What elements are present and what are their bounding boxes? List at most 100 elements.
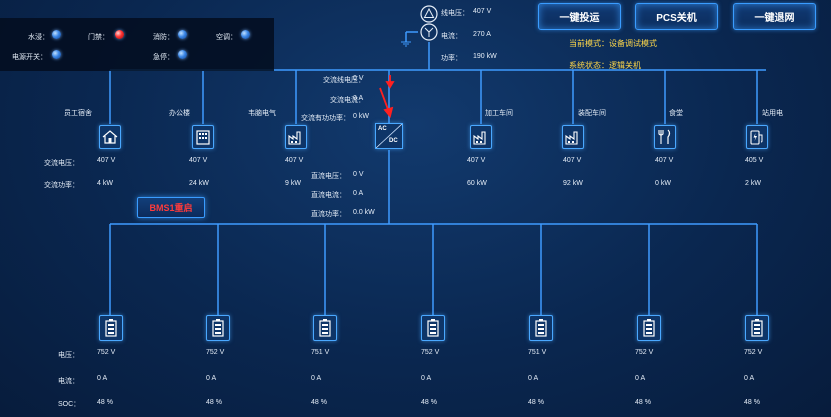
load-name: 韦脑电气 (248, 110, 276, 117)
dc-current-label: 直流电流： (311, 192, 346, 199)
battery-icon (751, 319, 763, 337)
load-power-value: 2 kW (745, 180, 761, 187)
battery-current-row-label: 电流： (58, 378, 79, 385)
transformer-current-label: 电流： (441, 33, 462, 40)
current-mode-text: 当前模式：设备调试模式 (569, 39, 657, 48)
house-icon (102, 130, 118, 144)
factory-icon (288, 130, 301, 145)
factory-icon (473, 130, 486, 145)
load-name: 办公楼 (169, 110, 190, 117)
battery-icon (535, 319, 547, 337)
load-power-value: 4 kW (97, 180, 113, 187)
battery-soc-row-label: SOC： (58, 401, 81, 408)
load-voltage-value: 407 V (563, 157, 582, 164)
office-building-icon (196, 130, 210, 145)
battery-soc-value: 48 % (744, 399, 760, 406)
battery-soc-value: 48 % (206, 399, 222, 406)
transformer-icon (420, 5, 438, 41)
pcs-off-button[interactable]: PCS关机 (635, 3, 718, 30)
battery-soc-value: 48 % (528, 399, 544, 406)
pcs-dc-label: DC (389, 138, 398, 144)
status-label-door: 门禁： (88, 34, 109, 41)
transformer-power-value: 190 kW (473, 53, 497, 60)
pcs-ac-label: AC (378, 126, 387, 132)
power-switch-indicator-icon (52, 50, 61, 59)
battery-icon (105, 319, 117, 337)
status-label-water: 水浸： (28, 34, 49, 41)
battery-card[interactable] (99, 315, 123, 341)
door-indicator-icon (115, 30, 124, 39)
canteen-icon (658, 129, 671, 144)
factory-icon (565, 130, 578, 145)
dc-voltage-value: 0 V (353, 171, 364, 178)
battery-current-value: 0 A (311, 375, 322, 382)
battery-current-value: 0 A (635, 375, 646, 382)
pcs-converter-icon[interactable]: AC DC (375, 123, 403, 149)
battery-soc-value: 48 % (97, 399, 113, 406)
transformer-power-label: 功率： (441, 55, 462, 62)
battery-voltage-row-label: 电压： (58, 352, 79, 359)
load-voltage-value: 407 V (97, 157, 116, 164)
load-name: 加工车间 (485, 110, 513, 117)
charging-station-icon (750, 130, 763, 145)
status-label-ac: 空调： (216, 34, 237, 41)
battery-voltage-value: 752 V (206, 349, 225, 356)
transformer-current-value: 270 A (473, 31, 491, 38)
load-power-value: 60 kW (467, 180, 487, 187)
status-label-estop: 急停： (153, 54, 174, 61)
battery-card[interactable] (313, 315, 337, 341)
load-card[interactable] (746, 125, 768, 149)
battery-card[interactable] (206, 315, 230, 341)
status-label-power-switch: 电源开关： (12, 54, 47, 61)
ac-indicator-icon (241, 30, 250, 39)
battery-icon (643, 319, 655, 337)
load-voltage-value: 407 V (655, 157, 674, 164)
dc-power-label: 直流功率： (311, 211, 346, 218)
bms-restart-button[interactable]: BMS1重启 (137, 197, 205, 218)
load-card[interactable] (192, 125, 214, 149)
battery-icon (212, 319, 224, 337)
load-voltage-value: 407 V (467, 157, 486, 164)
battery-card[interactable] (637, 315, 661, 341)
battery-soc-value: 48 % (311, 399, 327, 406)
battery-icon (319, 319, 331, 337)
battery-current-value: 0 A (528, 375, 539, 382)
load-card[interactable] (654, 125, 676, 149)
load-card[interactable] (285, 125, 307, 149)
ac-current-label: 交流电流： (330, 97, 365, 104)
one-key-off-button[interactable]: 一键退网 (733, 3, 816, 30)
ac-voltage-value: 0 V (353, 75, 364, 82)
battery-card[interactable] (421, 315, 445, 341)
load-power-value: 0 kW (655, 180, 671, 187)
battery-card[interactable] (529, 315, 553, 341)
battery-card[interactable] (745, 315, 769, 341)
ac-voltage-label: 交流线电压： (323, 77, 365, 84)
dc-voltage-label: 直流电压： (311, 173, 346, 180)
load-name: 员工宿舍 (64, 110, 92, 117)
load-power-row-label: 交流功率： (44, 182, 79, 189)
load-name: 站用电 (762, 110, 783, 117)
battery-voltage-value: 751 V (311, 349, 330, 356)
load-voltage-value: 405 V (745, 157, 764, 164)
battery-current-value: 0 A (97, 375, 108, 382)
load-voltage-value: 407 V (285, 157, 304, 164)
water-indicator-icon (52, 30, 61, 39)
load-voltage-row-label: 交流电压： (44, 160, 79, 167)
battery-soc-value: 48 % (635, 399, 651, 406)
load-voltage-value: 407 V (189, 157, 208, 164)
ac-current-value: 0 A (353, 95, 364, 102)
battery-voltage-value: 751 V (528, 349, 547, 356)
flow-arrow-icon (379, 75, 395, 118)
transformer-voltage-label: 线电压： (441, 10, 469, 17)
transformer-voltage-value: 407 V (473, 8, 492, 15)
load-card[interactable] (470, 125, 492, 149)
load-power-value: 24 kW (189, 180, 209, 187)
load-name: 装配车间 (578, 110, 606, 117)
status-panel: 水浸： 门禁： 消防： 空调： 电源开关： 急停： (0, 18, 274, 71)
ac-power-value: 0 kW (353, 113, 369, 120)
load-card[interactable] (562, 125, 584, 149)
one-key-on-button[interactable]: 一键投运 (538, 3, 621, 30)
battery-current-value: 0 A (421, 375, 432, 382)
battery-voltage-value: 752 V (421, 349, 440, 356)
load-card[interactable] (99, 125, 121, 149)
